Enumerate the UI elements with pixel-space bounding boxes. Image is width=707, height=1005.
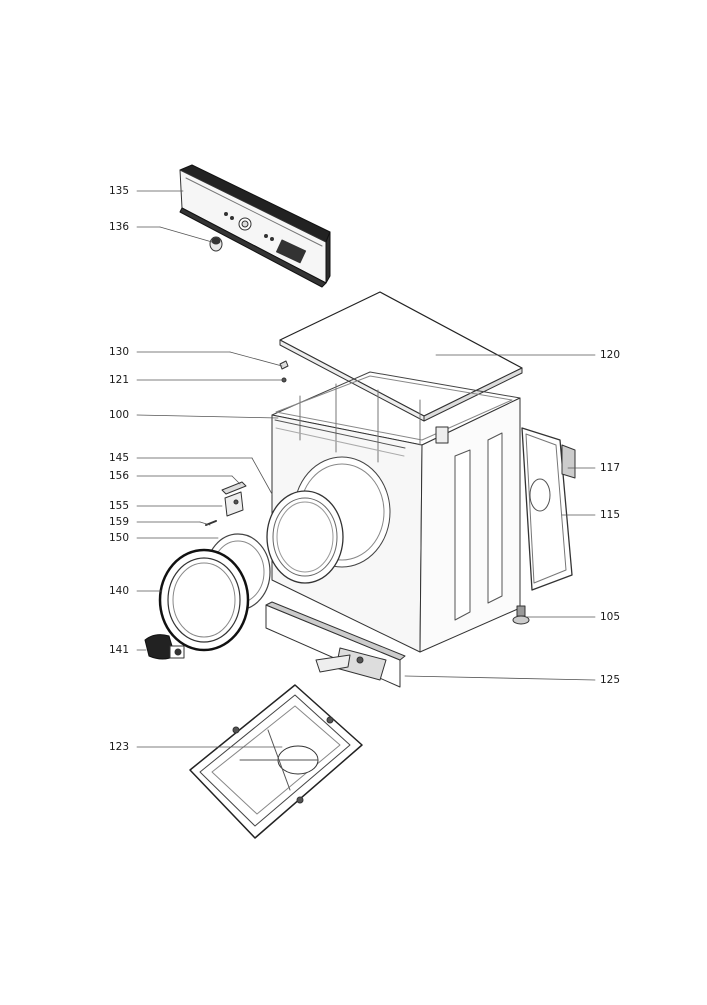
- callout-117: 117: [600, 462, 621, 474]
- callout-155: 155: [109, 500, 130, 512]
- callout-130: 130: [109, 346, 130, 358]
- door-handle-part: [144, 634, 185, 660]
- door-frame-part: [266, 490, 344, 584]
- callout-115: 115: [600, 509, 621, 521]
- callout-121: 121: [109, 374, 130, 386]
- clip-parts: [279, 360, 289, 383]
- callout-140: 140: [109, 585, 130, 597]
- callout-159: 159: [109, 516, 130, 528]
- callout-145: 145: [109, 452, 130, 464]
- top-cover-part: [279, 291, 523, 422]
- callout-136: 136: [109, 221, 130, 233]
- back-panel-part: [521, 427, 576, 591]
- callout-156: 156: [109, 470, 130, 482]
- door-ring-part: [158, 548, 250, 652]
- callout-100: 100: [109, 409, 130, 421]
- control-panel-part: [179, 164, 331, 288]
- kickplate-part: [265, 601, 406, 688]
- callout-135: 135: [109, 185, 130, 197]
- callout-141: 141: [109, 644, 130, 656]
- callout-150: 150: [109, 532, 130, 544]
- leader-lines: [136, 190, 596, 748]
- callout-123: 123: [109, 741, 130, 753]
- callout-125: 125: [600, 674, 621, 686]
- hinge-parts: [205, 481, 247, 526]
- callout-105: 105: [600, 611, 621, 623]
- cabinet-part: [271, 371, 521, 653]
- knob-part: [209, 236, 223, 252]
- base-frame-part: [189, 684, 363, 839]
- foot-part: [512, 605, 530, 625]
- callout-120: 120: [600, 349, 621, 361]
